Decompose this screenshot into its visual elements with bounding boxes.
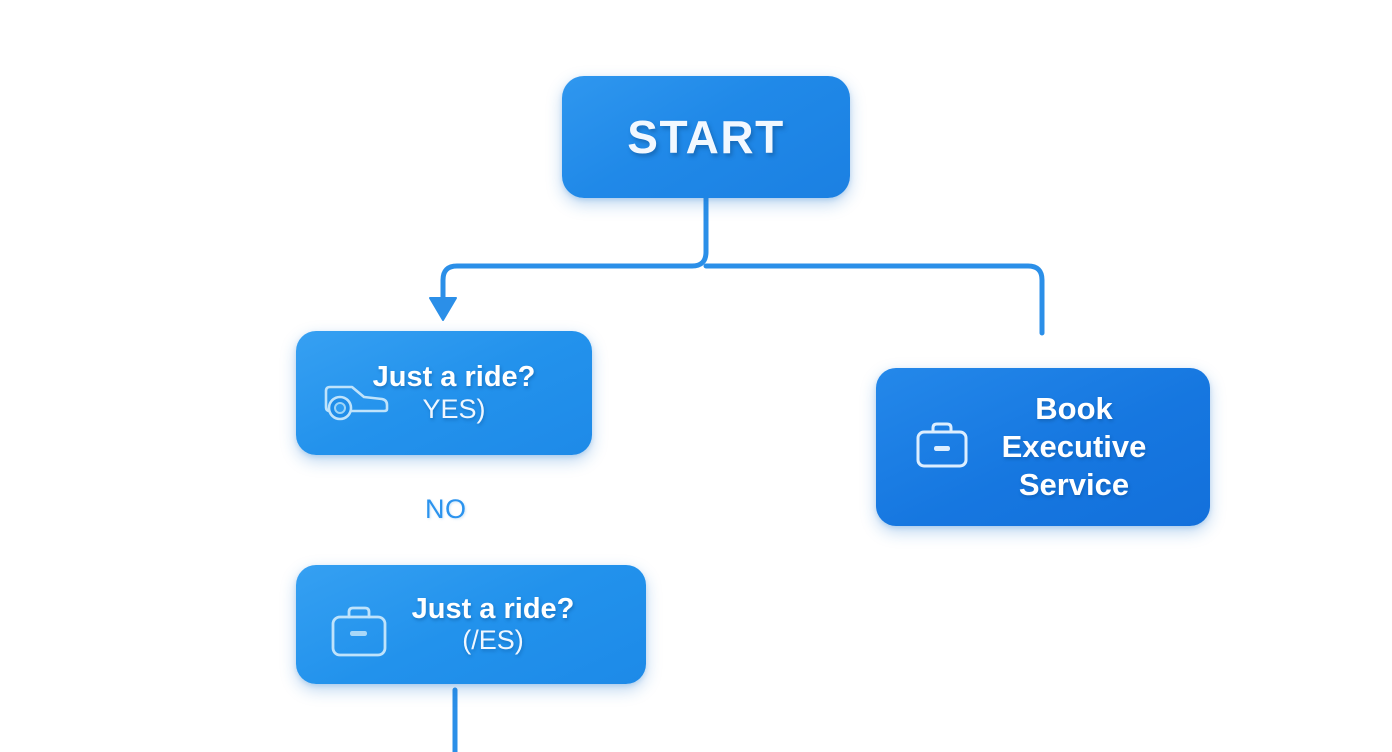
node-just-a-ride-yes[interactable]: Just a ride? YES) xyxy=(296,331,592,455)
car-icon xyxy=(320,375,392,428)
connector-start-to-book-exec xyxy=(703,263,1045,336)
node-book-executive-service-line3: Service xyxy=(1018,466,1130,502)
node-just-a-ride-es-line2: (/ES) xyxy=(462,625,524,656)
node-book-executive-service[interactable]: Book Executive Service xyxy=(876,368,1210,526)
node-book-executive-service-line1: Book xyxy=(1035,391,1113,427)
briefcase-icon xyxy=(326,601,392,668)
node-start-label: START xyxy=(627,111,785,163)
connector-start-split xyxy=(440,195,709,303)
edge-label-no: NO xyxy=(425,494,467,524)
node-just-a-ride-es-line1: Just a ride? xyxy=(411,592,575,625)
node-just-a-ride-yes-line2: YES) xyxy=(422,393,486,424)
node-start[interactable]: START xyxy=(562,76,850,198)
briefcase-icon xyxy=(912,418,972,479)
node-just-a-ride-yes-line1: Just a ride? xyxy=(372,361,536,394)
node-book-executive-service-line2: Executive xyxy=(1001,429,1147,465)
arrowhead-to-ride-car xyxy=(429,297,457,321)
node-just-a-ride-es[interactable]: Just a ride? (/ES) xyxy=(296,565,646,684)
